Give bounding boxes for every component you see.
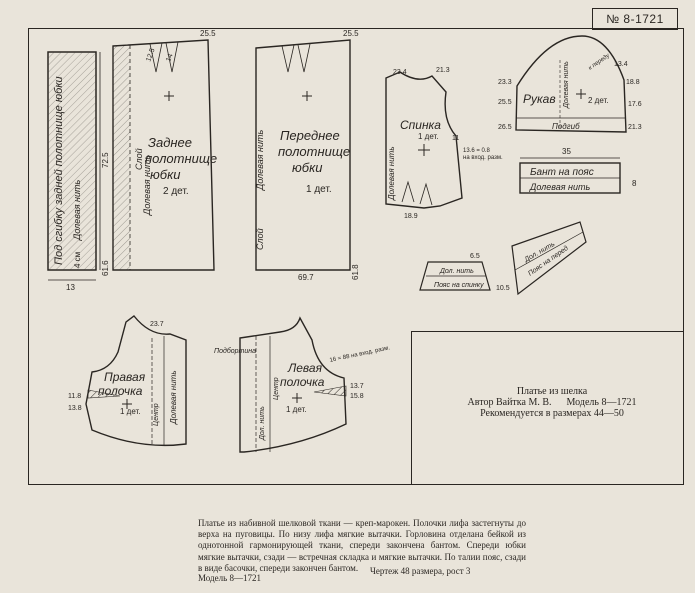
sleeve-right: к переду	[588, 52, 612, 71]
lf-title1: Левая	[287, 361, 323, 375]
front-skirt-piece: Переднее полотнище юбки 1 дет. Слой Доле…	[255, 29, 360, 282]
info-author-row: Автор Вайтка М. В. Модель 8—1721	[432, 397, 672, 408]
back-skirt-count: 2 дет.	[163, 186, 189, 197]
info-block: Платье из шелка Автор Вайтка М. В. Модел…	[432, 386, 672, 419]
back-bodice-count: 1 дет.	[418, 132, 439, 141]
front-skirt-top-dim: 25.5	[343, 29, 359, 38]
bb-bot2: 11	[452, 135, 459, 142]
model-number: № 8-1721	[606, 12, 664, 26]
back-bodice-grain: Долевая нить	[387, 146, 396, 201]
back-bodice-title: Спинка	[400, 118, 441, 132]
front-skirt-count: 1 дет.	[306, 184, 332, 195]
sleeve-b2: 21.3	[628, 124, 642, 131]
sleeve-bottom: Подгиб	[552, 122, 580, 131]
back-skirt-bot-dim: 61.6	[101, 260, 110, 276]
sleeve-w: 23.3	[498, 79, 512, 86]
back-skirt-top-dim: 25.5	[200, 29, 216, 38]
belt-back-title: Пояс на спинку	[434, 282, 484, 289]
sleeve-c3: 13.4	[614, 61, 628, 68]
front-skirt-grain: Долевая нить	[255, 130, 265, 191]
lf-1: 13.7	[350, 383, 364, 390]
lf-title2: полочка	[280, 375, 325, 389]
sleeve-h: 17.6	[628, 101, 642, 108]
belt-front-piece: Дол. нить Пояс на перед 10.5	[496, 221, 587, 296]
rf-1: 11.8	[68, 393, 81, 400]
bb-note-val: 13.6 = 0.8	[463, 148, 491, 154]
sleeve-c2: 18.8	[626, 79, 640, 86]
back-skirt-title2: полотнище	[145, 151, 217, 166]
bb-note: на вход. разм.	[463, 155, 503, 161]
rf-center: Центр	[153, 403, 160, 426]
front-skirt-side: Слой	[255, 228, 265, 250]
front-skirt-title1: Переднее	[280, 128, 340, 143]
lf-2: 15.8	[350, 393, 364, 400]
lf-note: 16 = 88 на вход. разм.	[329, 345, 391, 364]
bow-title: Бант на пояс	[530, 167, 594, 178]
fold-w-dim: 13	[66, 283, 75, 292]
info-title: Платье из шелка	[516, 386, 588, 397]
bow-w-dim: 35	[562, 147, 571, 156]
sleeve-c1: 25.5	[498, 99, 512, 106]
rf-count: 1 дет.	[120, 407, 141, 416]
bow-grain: Долевая нить	[529, 182, 590, 192]
bb-top2: 21.3	[436, 67, 450, 74]
fold-strip-piece: Под сгибку задней полотнище юбки Долевая…	[47, 51, 110, 292]
belt-2: 10.5	[496, 285, 510, 292]
belt-1: 6.5	[470, 253, 480, 260]
bb-bot1: 18.9	[404, 213, 418, 220]
back-skirt-title1: Заднее	[148, 135, 192, 150]
back-skirt-grain: Долевая нить	[142, 155, 152, 216]
rf-title1: Правая	[104, 370, 146, 384]
left-front-piece: Левая полочка 1 дет. Дол. нить Центр Под…	[214, 316, 391, 453]
lf-grain: Дол. нить	[259, 406, 266, 441]
drawing-size-note: Чертеж 48 размера, рост 3	[370, 566, 471, 576]
back-skirt-side: Слой	[134, 148, 144, 170]
sleeve-b1: 26.5	[498, 124, 512, 131]
back-skirt-piece: Заднее полотнище юбки 2 дет. Слой Долева…	[101, 29, 217, 276]
right-front-piece: Правая полочка 1 дет. Долевая нить Центр…	[68, 315, 187, 447]
lf-facing: Подбортина	[214, 347, 256, 355]
belt-back-piece: Дол. нить Пояс на спинку 6.5	[419, 253, 491, 291]
description-text: Платье из набивной шелковой ткани — креп…	[198, 518, 526, 573]
rf-title2: полочка	[98, 384, 143, 398]
fold-strip-label: Под сгибку задней полотнище юбки	[53, 76, 65, 265]
front-skirt-h-dim: 61.8	[351, 264, 360, 280]
sleeve-piece: Рукав 2 дет. Долевая нить Подгиб к перед…	[498, 35, 642, 133]
fold-h-dim: 72.5	[101, 152, 110, 168]
description-model: Модель 8—1721	[198, 573, 261, 583]
sleeve-title: Рукав	[523, 92, 556, 106]
sleeve-grain: Долевая нить	[563, 61, 570, 109]
lf-center: Центр	[273, 377, 280, 400]
rf-grain: Долевая нить	[169, 370, 178, 425]
front-skirt-bot-dim: 69.7	[298, 273, 314, 282]
fold-strip-grain: Долевая нить	[72, 180, 82, 241]
rf-3: 23.7	[150, 321, 164, 328]
info-author: Автор Вайтка М. В.	[467, 397, 552, 408]
back-dart1: 12.5	[145, 47, 156, 62]
belt-bow-piece: 35 Бант на пояс Долевая нить 8	[519, 147, 637, 194]
info-model: Модель 8—1721	[566, 397, 637, 408]
rf-2: 13.8	[68, 405, 82, 412]
info-sizes: Рекомендуется в размерах 44—50	[480, 408, 624, 419]
back-bodice-piece: Спинка 1 дет. Долевая нить 23.4 21.3 18.…	[385, 67, 503, 220]
lf-count: 1 дет.	[286, 405, 307, 414]
bb-top1: 23.4	[393, 69, 407, 76]
back-dart2: 14	[165, 53, 174, 63]
front-skirt-title2: полотнище	[278, 144, 350, 159]
info-box	[411, 331, 684, 485]
fold-strip-fold: 4 см	[73, 252, 82, 268]
front-skirt-title3: юбки	[292, 160, 322, 175]
sleeve-count: 2 дет.	[588, 96, 609, 105]
model-number-box: № 8-1721	[592, 8, 678, 30]
back-skirt-title3: юбки	[150, 167, 180, 182]
pattern-frame	[28, 28, 684, 485]
belt-back-grain: Дол. нить	[439, 268, 474, 275]
bow-h-dim: 8	[632, 179, 637, 188]
